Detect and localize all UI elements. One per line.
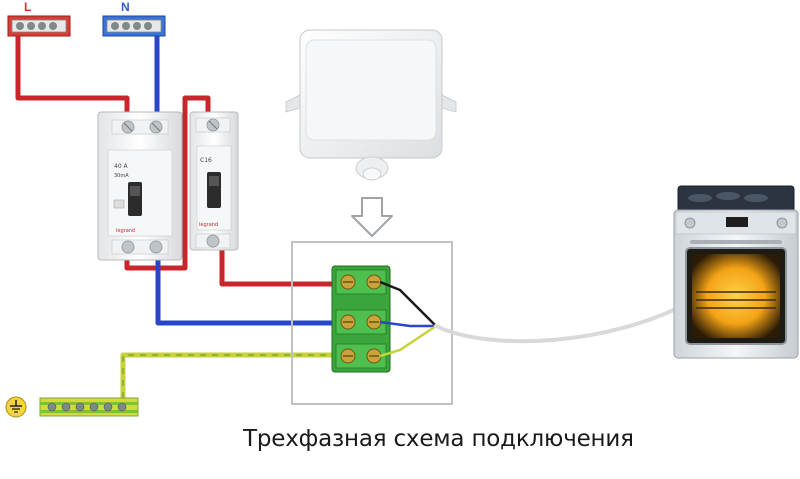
rcd-device: 40 A 30mA legrand [97, 111, 183, 261]
terminal-zoom-frame [291, 241, 453, 405]
ground-bus-bar [39, 397, 139, 417]
phase-wire-out [219, 250, 338, 287]
neutral-bus-bar [102, 15, 166, 37]
rcd-brand: legrand [116, 228, 135, 234]
phase-wire-in [15, 36, 130, 124]
terminal-block [331, 265, 391, 373]
live-bus-bar [7, 15, 71, 37]
ground-wire [120, 352, 338, 398]
down-arrow-icon [351, 197, 393, 237]
ground-symbol-icon [5, 396, 27, 418]
junction-box [285, 29, 457, 181]
rcd-rating: 40 A [114, 163, 129, 170]
electric-oven [673, 185, 799, 359]
neutral-wire-to-oven [379, 320, 436, 328]
phase-wire-link [124, 95, 211, 271]
phase-wire-to-oven [379, 280, 437, 327]
live-bus-label: L [24, 0, 32, 14]
oven-cable [434, 300, 692, 344]
rcd-sensitivity: 30mA [114, 173, 129, 179]
breaker-brand: legrand [199, 222, 218, 228]
diagram-caption: Трехфазная схема подключения [243, 426, 634, 452]
ground-wire-to-oven [379, 324, 437, 358]
breaker-rating: C16 [200, 157, 212, 164]
neutral-bus-label: N [121, 0, 130, 14]
circuit-breaker: C16 legrand [189, 111, 239, 251]
neutral-wire-out [155, 248, 338, 326]
